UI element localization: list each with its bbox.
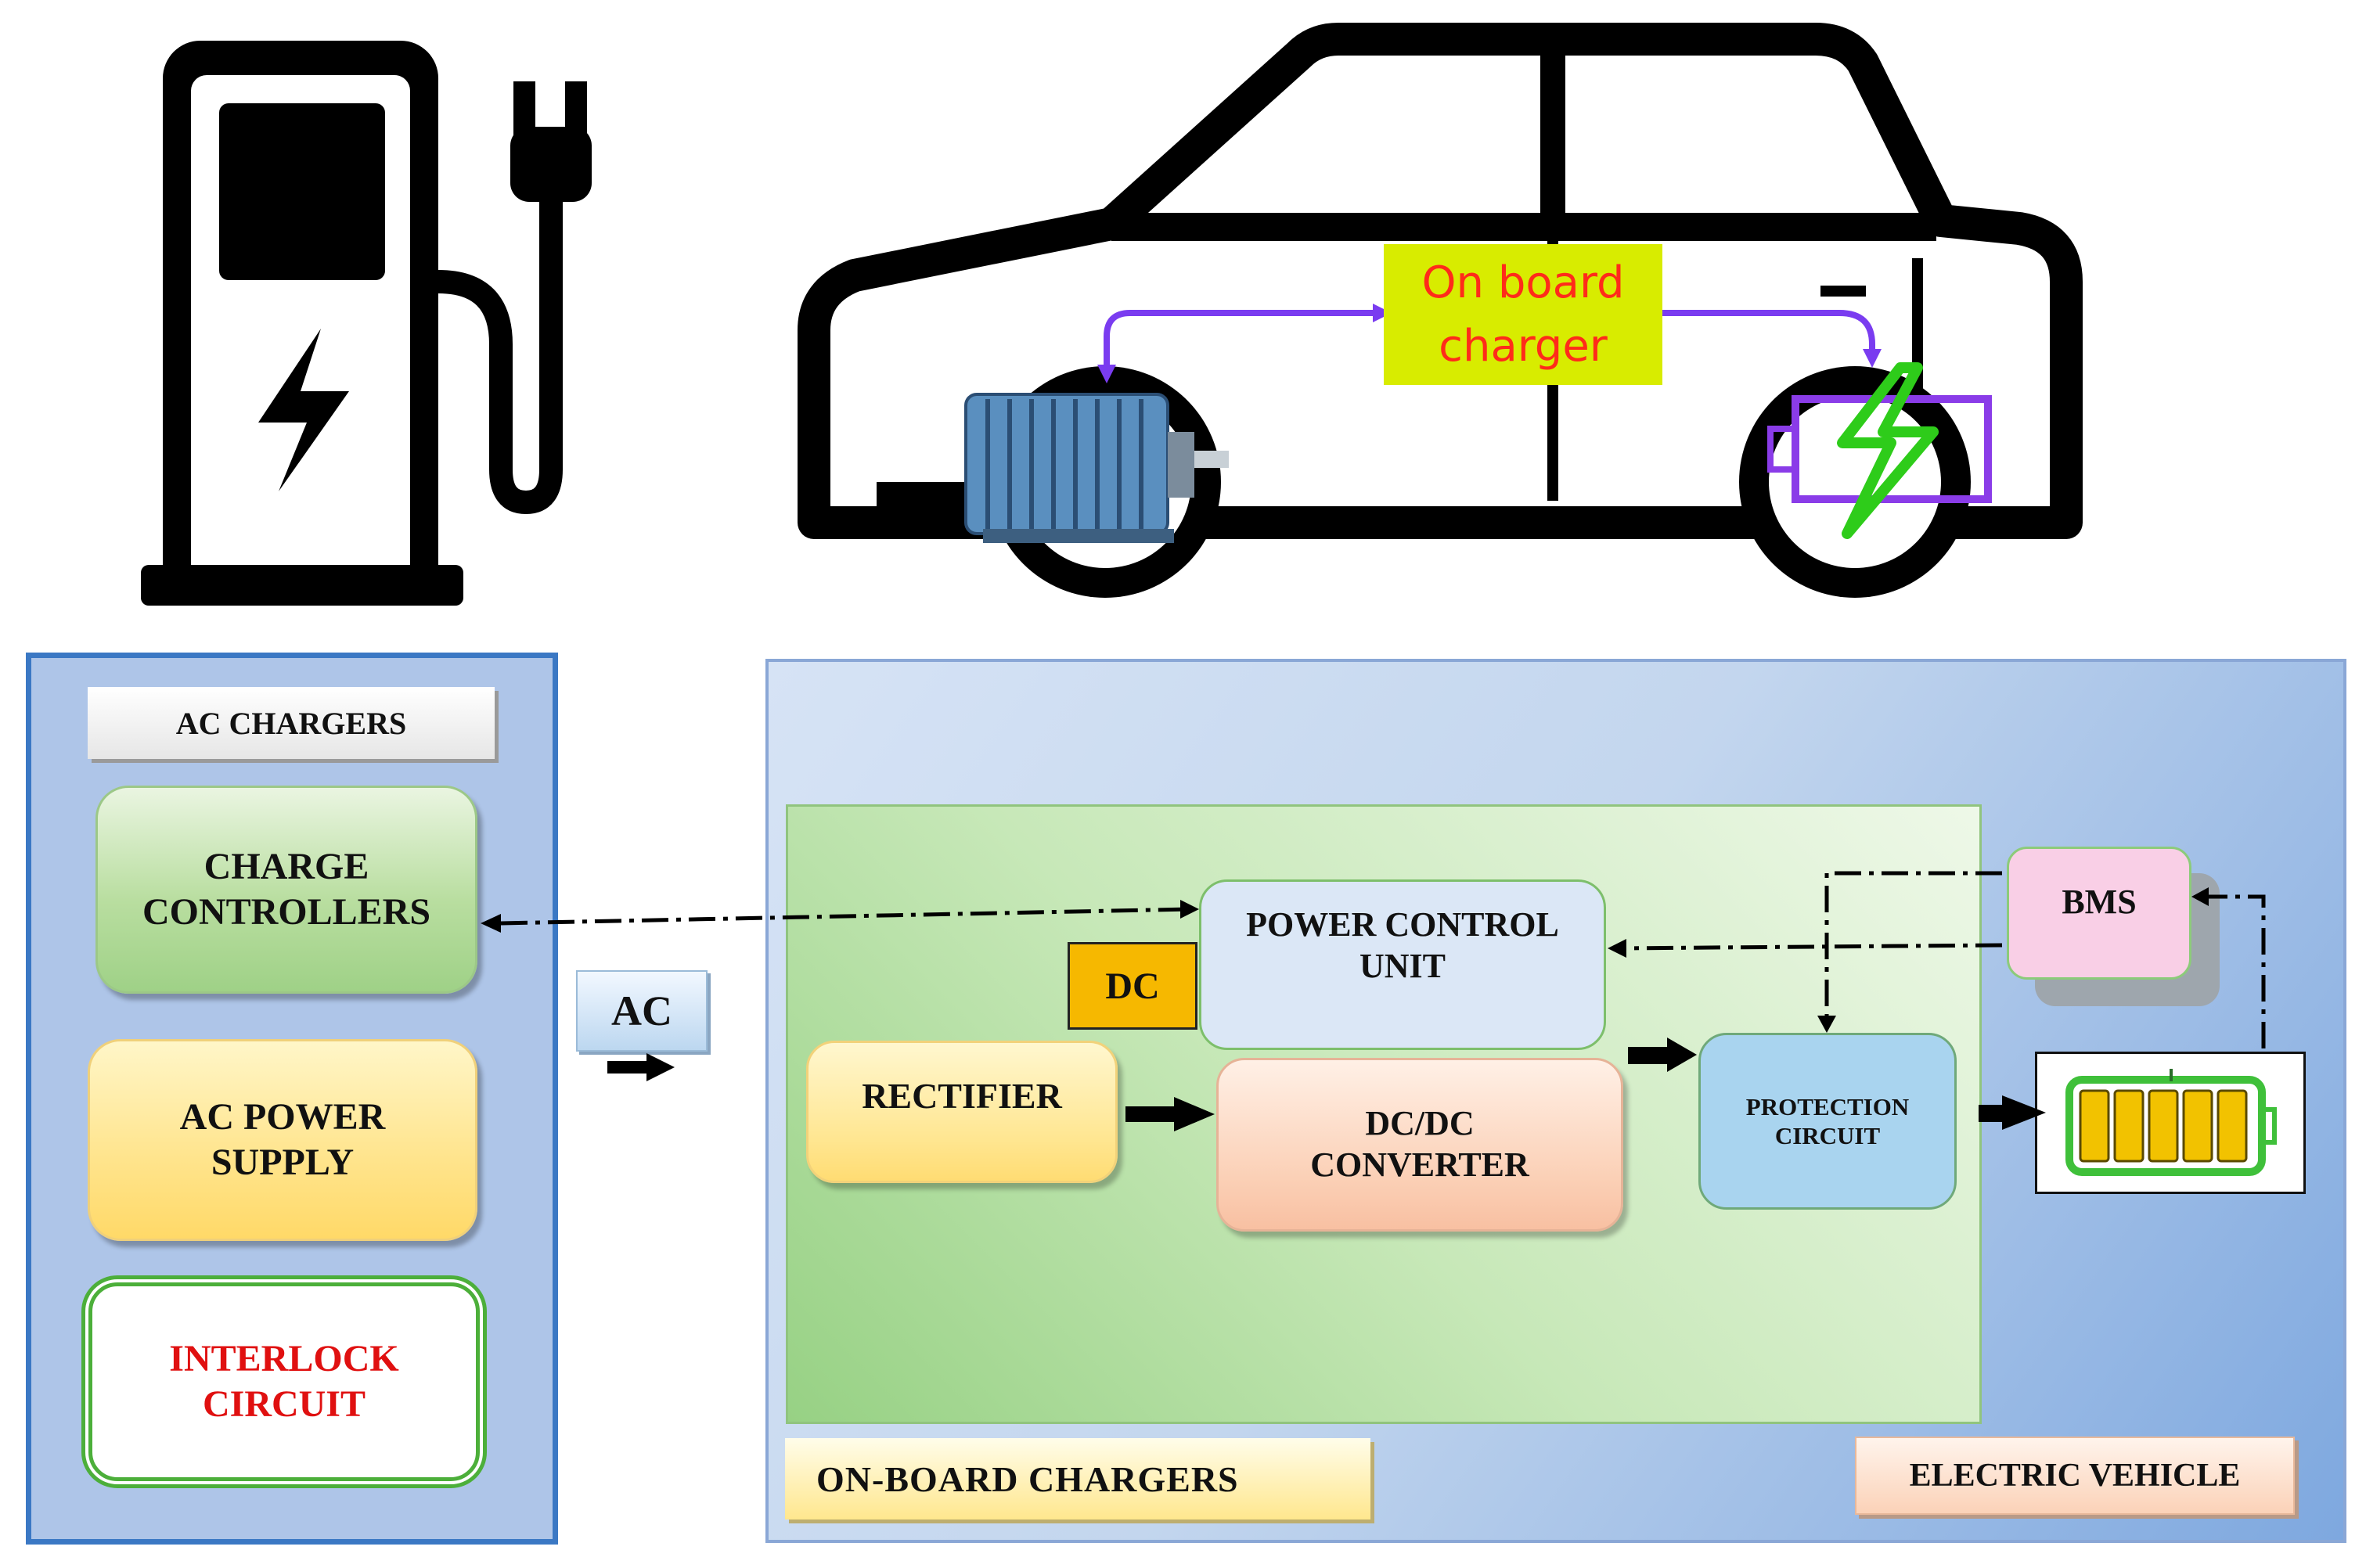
car-battery-icon <box>1767 362 1992 539</box>
interlock-line2: CIRCUIT <box>202 1383 366 1425</box>
battery-bms-link <box>2201 894 2266 1048</box>
protection-line1: PROTECTION <box>1745 1092 1910 1120</box>
onboard-chargers-title: ON-BOARD CHARGERS <box>785 1438 1370 1519</box>
car-flow-arrows <box>1104 310 1875 366</box>
ac-chargers-title: AC CHARGERS <box>88 687 495 759</box>
protection-line2: CIRCUIT <box>1774 1122 1881 1149</box>
power-flow-arrows <box>607 1038 2046 1131</box>
pcu-line2: UNIT <box>1359 947 1446 985</box>
ac-power-supply-block: AC POWER SUPPLY <box>88 1039 477 1241</box>
ac-link-label: AC <box>576 970 708 1052</box>
ac-power-supply-line1: AC POWER <box>179 1096 386 1138</box>
electric-vehicle-title: ELECTRIC VEHICLE <box>1855 1437 2295 1515</box>
interlock-line1: INTERLOCK <box>169 1338 399 1380</box>
plug-icon <box>510 81 592 202</box>
dcdc-converter-block: DC/DC CONVERTER <box>1216 1058 1623 1232</box>
dcdc-line2: CONVERTER <box>1310 1145 1529 1184</box>
rectifier-block: RECTIFIER <box>806 1041 1118 1183</box>
ac-power-supply-line2: SUPPLY <box>211 1142 355 1183</box>
charge-controllers-block: CHARGE CONTROLLERS <box>95 786 477 994</box>
bms-protection-link <box>1824 871 2002 1022</box>
dc-tag: DC <box>1068 942 1197 1030</box>
power-control-unit-block: POWER CONTROL UNIT <box>1199 879 1606 1050</box>
charging-station-icon <box>141 41 592 606</box>
lightning-bolt-icon <box>258 329 349 491</box>
bms-pcu-link <box>1616 943 2003 951</box>
controller-pcu-link <box>500 907 1190 926</box>
motor-icon <box>964 393 1229 543</box>
charge-controllers-line1: CHARGE <box>203 846 369 888</box>
onboard-charger-label: On board charger <box>1384 244 1662 385</box>
battery-icon <box>2065 1069 2277 1176</box>
onboard-charger-label-line1: On board <box>1421 257 1625 308</box>
protection-circuit-block: PROTECTION CIRCUIT <box>1698 1033 1957 1210</box>
interlock-circuit-block: INTERLOCK CIRCUIT <box>81 1275 487 1488</box>
onboard-charger-label-line2: charger <box>1439 321 1608 372</box>
bms-block: BMS <box>2007 847 2191 980</box>
dcdc-line1: DC/DC <box>1365 1104 1475 1143</box>
pcu-line1: POWER CONTROL <box>1246 905 1559 944</box>
charge-controllers-line2: CONTROLLERS <box>142 891 431 933</box>
